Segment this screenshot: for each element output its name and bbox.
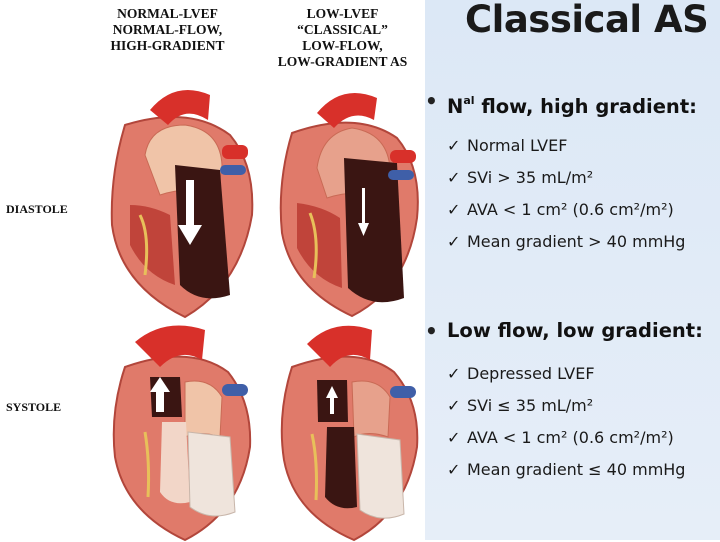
checkmark-icon: ✓ xyxy=(447,364,461,383)
row-label-systole: SYSTOLE xyxy=(6,400,62,414)
checkmark-icon: ✓ xyxy=(447,168,461,187)
list-item: ✓AVA < 1 cm² (0.6 cm²/m²) xyxy=(425,422,720,454)
checkmark-icon: ✓ xyxy=(447,136,461,155)
heart-normal-diastole-illustration xyxy=(90,85,260,320)
heart-low-diastole-illustration xyxy=(262,88,427,318)
list-item: ✓SVi ≤ 35 mL/m² xyxy=(425,390,720,422)
checkmark-icon: ✓ xyxy=(447,428,461,447)
bullet-icon: • xyxy=(425,319,438,343)
section-heading: •Nal flow, high gradient: xyxy=(425,86,720,118)
checkmark-icon: ✓ xyxy=(447,232,461,251)
list-item: ✓Depressed LVEF xyxy=(425,358,720,390)
list-item: ✓Mean gradient > 40 mmHg xyxy=(425,226,720,258)
section-low-flow: •Low flow, low gradient: ✓Depressed LVEF… xyxy=(425,316,720,486)
column-header-low: LOW-LVEF “CLASSICAL” LOW-FLOW, LOW-GRADI… xyxy=(277,6,408,69)
list-item: ✓SVi > 35 mL/m² xyxy=(425,162,720,194)
column-header-normal: NORMAL-LVEF NORMAL-FLOW, HIGH-GRADIENT xyxy=(110,6,225,53)
checkmark-icon: ✓ xyxy=(447,200,461,219)
checkmark-icon: ✓ xyxy=(447,460,461,479)
heart-normal-systole-illustration xyxy=(90,322,260,542)
checkmark-icon: ✓ xyxy=(447,396,461,415)
section-normal-flow: •Nal flow, high gradient: ✓Normal LVEF ✓… xyxy=(425,86,720,258)
text-panel: Classical AS •Nal flow, high gradient: ✓… xyxy=(425,0,720,540)
figure-panel: NORMAL-LVEF NORMAL-FLOW, HIGH-GRADIENT L… xyxy=(6,6,427,542)
slide-title: Classical AS xyxy=(465,0,709,41)
list-item: ✓Mean gradient ≤ 40 mmHg xyxy=(425,454,720,486)
row-label-diastole: DIASTOLE xyxy=(6,202,68,216)
section-heading: •Low flow, low gradient: xyxy=(425,316,720,346)
list-item: ✓AVA < 1 cm² (0.6 cm²/m²) xyxy=(425,194,720,226)
bullet-icon: • xyxy=(425,89,438,113)
heart-low-systole-illustration xyxy=(262,322,427,542)
list-item: ✓Normal LVEF xyxy=(425,130,720,162)
